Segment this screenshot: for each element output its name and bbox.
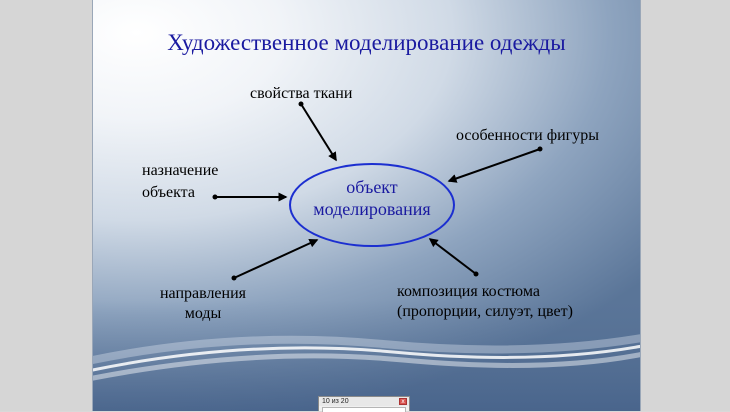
slide-title: Художественное моделирование одежды (167, 30, 566, 55)
node-fashion-line1: направления (159, 285, 247, 302)
wave-highlight-1 (93, 344, 640, 372)
page-counter: 10 из 20 (322, 398, 349, 405)
arrow-purpose (212, 192, 288, 202)
node-fabric: свойства ткани (250, 85, 353, 102)
arrow-figure (447, 146, 543, 183)
arrow-fabric (298, 101, 337, 162)
page-navigator-window[interactable]: 10 из 20 x (318, 396, 410, 412)
node-figure: особенности фигуры (456, 127, 599, 144)
node-composition-line1: композиция костюма (397, 283, 541, 300)
slide: Художественное моделирование одежды (92, 0, 641, 411)
arrow-fashion (231, 239, 319, 281)
center-label: объект моделирования (313, 177, 431, 219)
page-navigator-titlebar[interactable]: 10 из 20 x (319, 397, 409, 406)
node-composition-line2: (пропорции, силуэт, цвет) (397, 303, 573, 320)
node-fashion-line2: моды (184, 305, 222, 322)
wave-highlight-2 (93, 352, 640, 381)
wave-highlight-3 (93, 334, 640, 365)
page-navigator-body (322, 407, 406, 412)
arrow-composition (428, 238, 479, 277)
diagram-connectors (212, 101, 543, 281)
center-ellipse (289, 163, 455, 247)
close-icon[interactable]: x (399, 398, 407, 405)
node-purpose-line1: назначение (142, 162, 219, 179)
slide-background (93, 300, 640, 411)
node-purpose-line2: объекта (142, 184, 195, 201)
